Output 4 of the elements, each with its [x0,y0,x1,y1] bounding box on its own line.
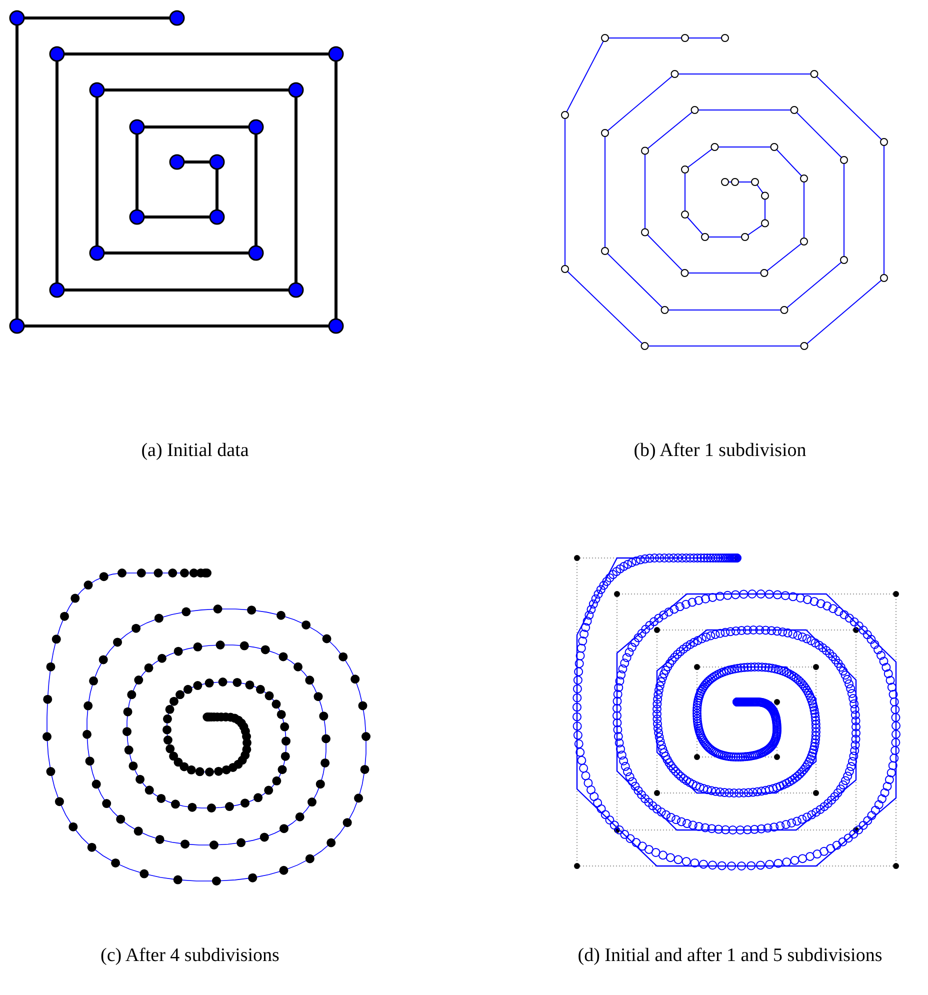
figure-caption: (a) Initial data [141,440,249,462]
figure-caption: (c) After 4 subdivisions [100,945,280,967]
figure-caption: (d) Initial and after 1 and 5 subdivisions [578,945,882,967]
figure-caption: (b) After 1 subdivision [634,440,806,462]
